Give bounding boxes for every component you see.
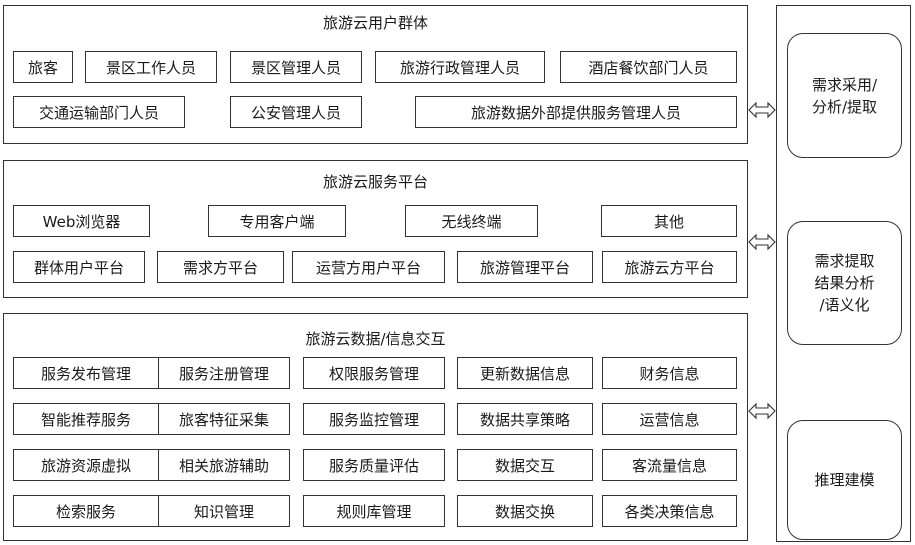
node-demand-platform: 需求方平台	[157, 251, 284, 283]
data-exchange-item: 服务发布管理	[13, 357, 159, 389]
inference-modeling-box: 推理建模	[787, 420, 902, 540]
data-exchange-item: 旅客特征采集	[158, 403, 290, 435]
node-hotel-catering: 酒店餐饮部门人员	[560, 51, 737, 83]
data-exchange-item: 相关旅游辅助	[158, 449, 290, 481]
data-exchange-item: 数据交互	[457, 449, 593, 481]
data-exchange-item: 运营信息	[602, 403, 737, 435]
node-scenic-staff: 景区工作人员	[85, 51, 217, 83]
node-dedicated-client: 专用客户端	[208, 205, 346, 237]
node-other: 其他	[601, 205, 737, 237]
node-scenic-managers: 景区管理人员	[230, 51, 362, 83]
data-exchange-item: 规则库管理	[303, 495, 445, 527]
demand-collection-box: 需求采用/分析/提取	[787, 33, 902, 158]
node-wireless-terminal: 无线终端	[405, 205, 538, 237]
double-arrow-icon	[748, 233, 776, 251]
double-arrow-icon	[748, 402, 776, 420]
data-exchange-item: 数据交换	[457, 495, 593, 527]
data-exchange-item: 服务监控管理	[303, 403, 445, 435]
node-traveler: 旅客	[13, 51, 73, 83]
node-transport-dept: 交通运输部门人员	[13, 96, 185, 128]
demand-collection-line1: 需求采用/	[811, 75, 878, 94]
double-arrow-icon	[748, 101, 776, 119]
node-group-user-platform: 群体用户平台	[13, 251, 145, 283]
data-exchange-item: 客流量信息	[602, 449, 737, 481]
node-public-security: 公安管理人员	[230, 96, 362, 128]
data-exchange-item: 智能推荐服务	[13, 403, 159, 435]
data-exchange-title: 旅游云数据/信息交互	[305, 330, 446, 348]
node-tourism-admin: 旅游行政管理人员	[375, 51, 545, 83]
data-exchange-item: 各类决策信息	[602, 495, 737, 527]
data-exchange-item: 数据共享策略	[457, 403, 593, 435]
data-exchange-item: 权限服务管理	[303, 357, 445, 389]
data-exchange-item: 知识管理	[158, 495, 290, 527]
result-analysis-line2: 结果分析	[814, 274, 875, 292]
data-exchange-item: 旅游资源虚拟	[13, 449, 159, 481]
service-platform-title: 旅游云服务平台	[322, 173, 428, 191]
demand-collection-line2: 分析/提取	[811, 97, 878, 116]
node-operator-user-platform: 运营方用户平台	[292, 251, 445, 283]
inference-modeling-line1: 推理建模	[814, 471, 875, 489]
result-analysis-line1: 需求提取	[814, 252, 875, 270]
user-group-title: 旅游云用户群体	[322, 14, 428, 32]
data-exchange-item: 服务质量评估	[303, 449, 445, 481]
node-tourism-management-platform: 旅游管理平台	[457, 251, 593, 283]
node-web-browser: Web浏览器	[13, 205, 150, 237]
node-external-data-service: 旅游数据外部提供服务管理人员	[415, 96, 737, 128]
result-analysis-box: 需求提取结果分析/语义化	[787, 221, 902, 345]
data-exchange-item: 财务信息	[602, 357, 737, 389]
data-exchange-item: 检索服务	[13, 495, 159, 527]
data-exchange-item: 更新数据信息	[457, 357, 593, 389]
node-tourism-cloud-platform: 旅游云方平台	[602, 251, 737, 283]
result-analysis-line3: /语义化	[819, 296, 870, 314]
data-exchange-item: 服务注册管理	[158, 357, 290, 389]
